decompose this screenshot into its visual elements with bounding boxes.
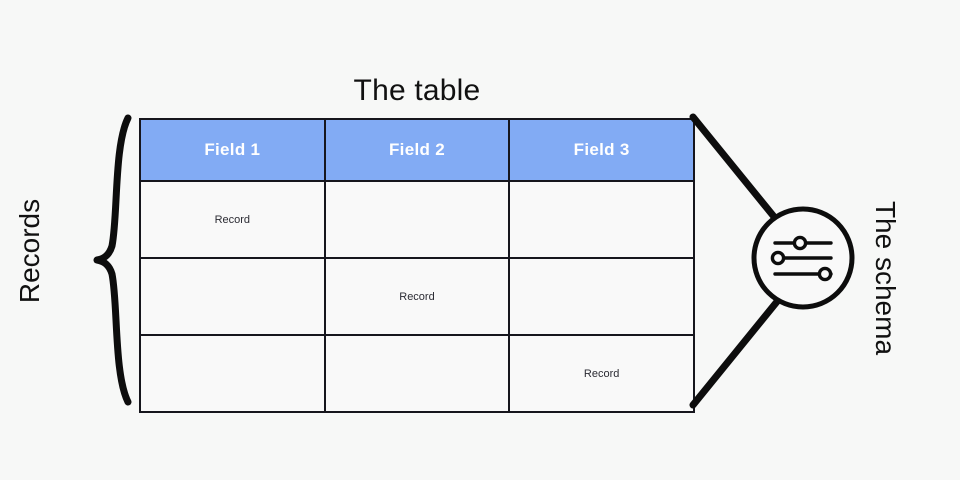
records-table: Field 1 Field 2 Field 3 Record Record Re…: [139, 118, 695, 413]
slider-knob-3: [817, 266, 833, 282]
table-row: Record: [139, 180, 695, 259]
empty-cell[interactable]: [508, 180, 695, 259]
table-row: Record: [139, 257, 695, 336]
table-row: Record: [139, 334, 695, 413]
schema-label: The schema: [870, 200, 901, 356]
record-cell[interactable]: Record: [323, 257, 511, 336]
slider-knob-2: [770, 250, 786, 266]
sliders-icon[interactable]: [750, 205, 856, 311]
record-cell[interactable]: Record: [139, 180, 326, 259]
column-header-field-3[interactable]: Field 3: [508, 118, 695, 182]
curly-brace-left-icon: [93, 114, 132, 406]
record-cell[interactable]: Record: [508, 334, 695, 413]
empty-cell[interactable]: [508, 257, 695, 336]
table-header-row: Field 1 Field 2 Field 3: [139, 118, 695, 182]
records-label: Records: [14, 198, 45, 304]
column-header-field-2[interactable]: Field 2: [323, 118, 511, 182]
empty-cell[interactable]: [139, 334, 326, 413]
empty-cell[interactable]: [139, 257, 326, 336]
empty-cell[interactable]: [323, 334, 511, 413]
empty-cell[interactable]: [323, 180, 511, 259]
slider-knob-1: [792, 235, 808, 251]
page-title: The table: [353, 74, 481, 107]
column-header-field-1[interactable]: Field 1: [139, 118, 326, 182]
